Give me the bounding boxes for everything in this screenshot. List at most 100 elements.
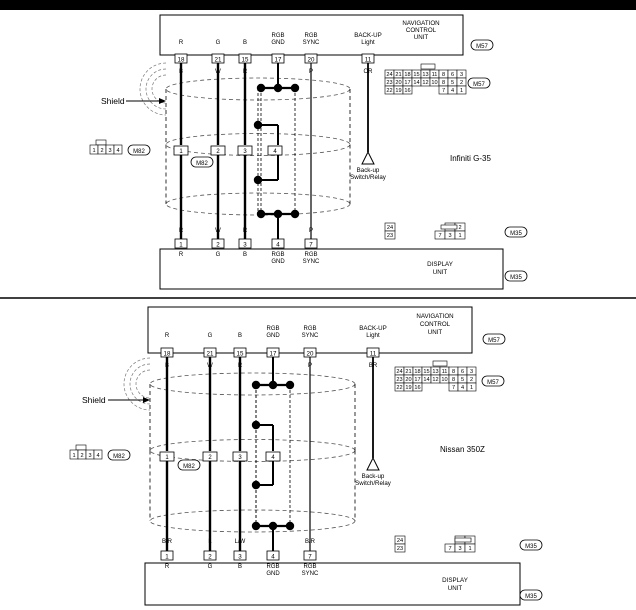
shield-wrap-arc (123, 357, 151, 411)
m57-connector-face-pin: 2 (460, 80, 463, 86)
m35-connector-face-pin: 3 (448, 233, 451, 239)
nav-pin-header: B (238, 333, 242, 339)
m57-connector-face-pin: 8 (452, 377, 455, 383)
m57-connector-face-pin: 13 (432, 369, 438, 375)
m82-face-connector-tag (127, 144, 151, 156)
junction-pin-label: 1 (179, 149, 183, 155)
m35-connector-face-pin: 23 (387, 233, 393, 239)
m57-connector-face-pin: 12 (432, 377, 438, 383)
ground-splice-dot (253, 175, 263, 185)
shield-bottom-ellipse (149, 509, 356, 533)
m57-connector-face-pin: 16 (414, 385, 420, 391)
shield-wrap-arc (145, 68, 167, 110)
shield-wrap-arc (135, 369, 151, 399)
m57-connector-face-pin: 13 (422, 72, 428, 78)
display-unit-name: UNIT (433, 269, 448, 276)
nav-pin-label: 21 (215, 57, 222, 64)
nav-pin-label: 17 (270, 351, 277, 358)
m57-connector-face-pin: 3 (460, 72, 463, 78)
display-pin-label: 2 (208, 554, 212, 561)
m35-face-connector-tag (519, 539, 543, 551)
nav-unit-name: CONTROL (420, 321, 451, 328)
backup-pin-label: 11 (365, 57, 372, 64)
m35-connector-face-pin: 3 (458, 546, 461, 552)
display-unit-name: DISPLAY (442, 577, 468, 584)
nav-pin-label: 17 (275, 57, 282, 64)
ground-splice-dot (268, 380, 278, 390)
backup-target-label: Back-up (362, 473, 385, 480)
display-pin-header: B (243, 252, 247, 258)
display-unit-connector-tag-label: M35 (525, 594, 537, 600)
nav-pin-label: 18 (164, 351, 171, 358)
m82-face-cell (113, 144, 123, 155)
m57-connector-face-pin: 8 (452, 369, 455, 375)
junction-pin-label: 4 (271, 455, 275, 461)
nav-pin-header: SYNC (302, 333, 319, 339)
nav-unit-connector-tag (470, 39, 494, 51)
nav-pin-header: RGB (271, 33, 284, 39)
junction-pin-label: 1 (165, 455, 169, 461)
m82-face-pin: 3 (88, 453, 91, 459)
m57-connector-face-pin: 11 (432, 72, 438, 78)
m57-connector-face-pin: 1 (470, 385, 473, 391)
nav-unit-connector-tag (482, 333, 506, 345)
m57-connector-face-pin: 22 (396, 385, 402, 391)
m57-connector-face-pin: 14 (413, 80, 419, 86)
m57-connector-face-pin: 5 (461, 377, 464, 383)
m57-connector-face-pin: 16 (404, 88, 410, 94)
m35-connector-face-pin: 7 (438, 233, 441, 239)
m57-connector-face-pin: 18 (414, 369, 420, 375)
display-pin-header: RGB (266, 564, 279, 570)
m57-connector-face-pin: 17 (404, 80, 410, 86)
m57-face-connector-tag (467, 77, 491, 89)
m35-connector-face-cell (454, 230, 466, 240)
nav-pin-header: G (208, 333, 213, 339)
backup-pin-label: 11 (370, 351, 377, 358)
m82-face-pin: 4 (116, 148, 119, 154)
nav-pin-header: SYNC (303, 40, 320, 46)
nav-pin-header: GND (266, 333, 280, 339)
nav-pin-header: G (216, 40, 221, 46)
m57-connector-face-pin: 6 (461, 369, 464, 375)
m35-connector-face-pin: 23 (397, 546, 403, 552)
display-pin-header: RGB (271, 252, 284, 258)
m57-connector-face-cell (412, 382, 423, 392)
nav-unit-name: NAVIGATION (416, 313, 453, 320)
junction-pin-box (159, 451, 175, 462)
m57-connector-face-pin: 6 (451, 72, 454, 78)
display-pin-label: 4 (271, 554, 275, 561)
backup-target-label: Switch/Relay (350, 174, 387, 181)
junction-pin-label: 2 (208, 455, 212, 461)
junction-connector-tag-label: M82 (196, 161, 208, 167)
junction-pin-label: 3 (243, 149, 247, 155)
nav-pin-label: 15 (237, 351, 244, 358)
vehicle-label: Infiniti G-35 (450, 154, 491, 163)
junction-pin-box (202, 451, 218, 462)
m82-face-connector-tag-label: M82 (113, 454, 125, 460)
display-pin-label: 3 (238, 554, 242, 561)
m82-face-pin: 2 (100, 148, 103, 154)
m57-connector-face-pin: 23 (386, 80, 392, 86)
junction-pin-box (267, 145, 283, 156)
display-unit-name: UNIT (448, 585, 463, 592)
m82-face-pin: 1 (72, 453, 75, 459)
m35-connector-face: 244223731 (394, 535, 476, 553)
display-pin-label: 2 (216, 242, 220, 249)
nav-pin-header: R (179, 40, 184, 46)
nav-pin-label: 20 (307, 351, 314, 358)
m57-connector-face-pin: 21 (405, 369, 411, 375)
m57-connector-face-pin: 7 (442, 88, 445, 94)
m57-connector-face-pin: 19 (405, 385, 411, 391)
nav-unit-name: UNIT (414, 34, 429, 41)
junction-connector-tag (177, 459, 201, 471)
m57-connector-face-cell (456, 85, 467, 95)
display-pin-label: 1 (165, 554, 169, 561)
m35-connector-face-pin: 1 (458, 233, 461, 239)
m57-connector-face-pin: 7 (452, 385, 455, 391)
m57-face-connector-tag (481, 375, 505, 387)
m57-connector-face-pin: 15 (413, 72, 419, 78)
junction-pin-box (232, 451, 248, 462)
m57-connector-face-pin: 14 (423, 377, 429, 383)
